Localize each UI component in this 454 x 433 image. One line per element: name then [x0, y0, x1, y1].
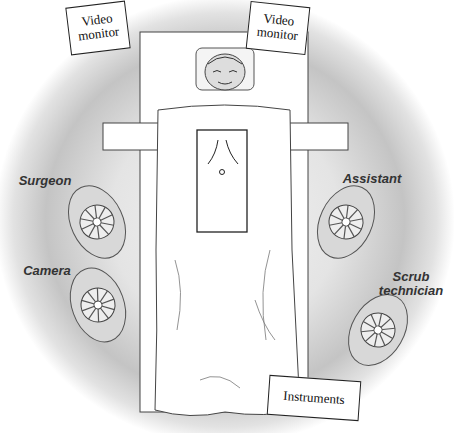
box-text: Video monitor — [252, 10, 305, 42]
hub — [373, 325, 384, 336]
monitor-box: Video monitor — [65, 1, 130, 56]
incision-window — [197, 130, 247, 232]
umbilical-port — [220, 170, 225, 175]
hub — [341, 217, 352, 228]
person-body — [61, 260, 136, 349]
person-figure — [306, 177, 385, 268]
person-body — [57, 177, 136, 268]
pillow — [196, 48, 254, 90]
person-figure — [57, 177, 136, 268]
role-label: Surgeon — [10, 174, 80, 188]
instrument-table-box: Instruments — [267, 375, 362, 421]
person-figure — [336, 284, 419, 376]
person-head — [74, 199, 119, 244]
patient-face — [208, 57, 242, 84]
person-head — [323, 199, 368, 244]
role-label: Camera — [12, 264, 82, 278]
box-text: Instruments — [273, 388, 356, 407]
role-label: Scrub technician — [372, 270, 450, 297]
person-head — [76, 283, 120, 327]
box-text: Video monitor — [71, 10, 124, 43]
person-body — [336, 284, 419, 376]
hub — [93, 300, 103, 310]
hub — [92, 217, 103, 228]
person-head — [355, 307, 401, 353]
monitor-box: Video monitor — [246, 1, 311, 55]
drape — [155, 105, 300, 416]
role-label: Assistant — [332, 172, 412, 186]
person-body — [306, 177, 385, 268]
patient-head — [205, 54, 245, 90]
port-marks — [208, 140, 238, 164]
drape-folds — [175, 250, 275, 388]
person-figure — [61, 260, 136, 349]
